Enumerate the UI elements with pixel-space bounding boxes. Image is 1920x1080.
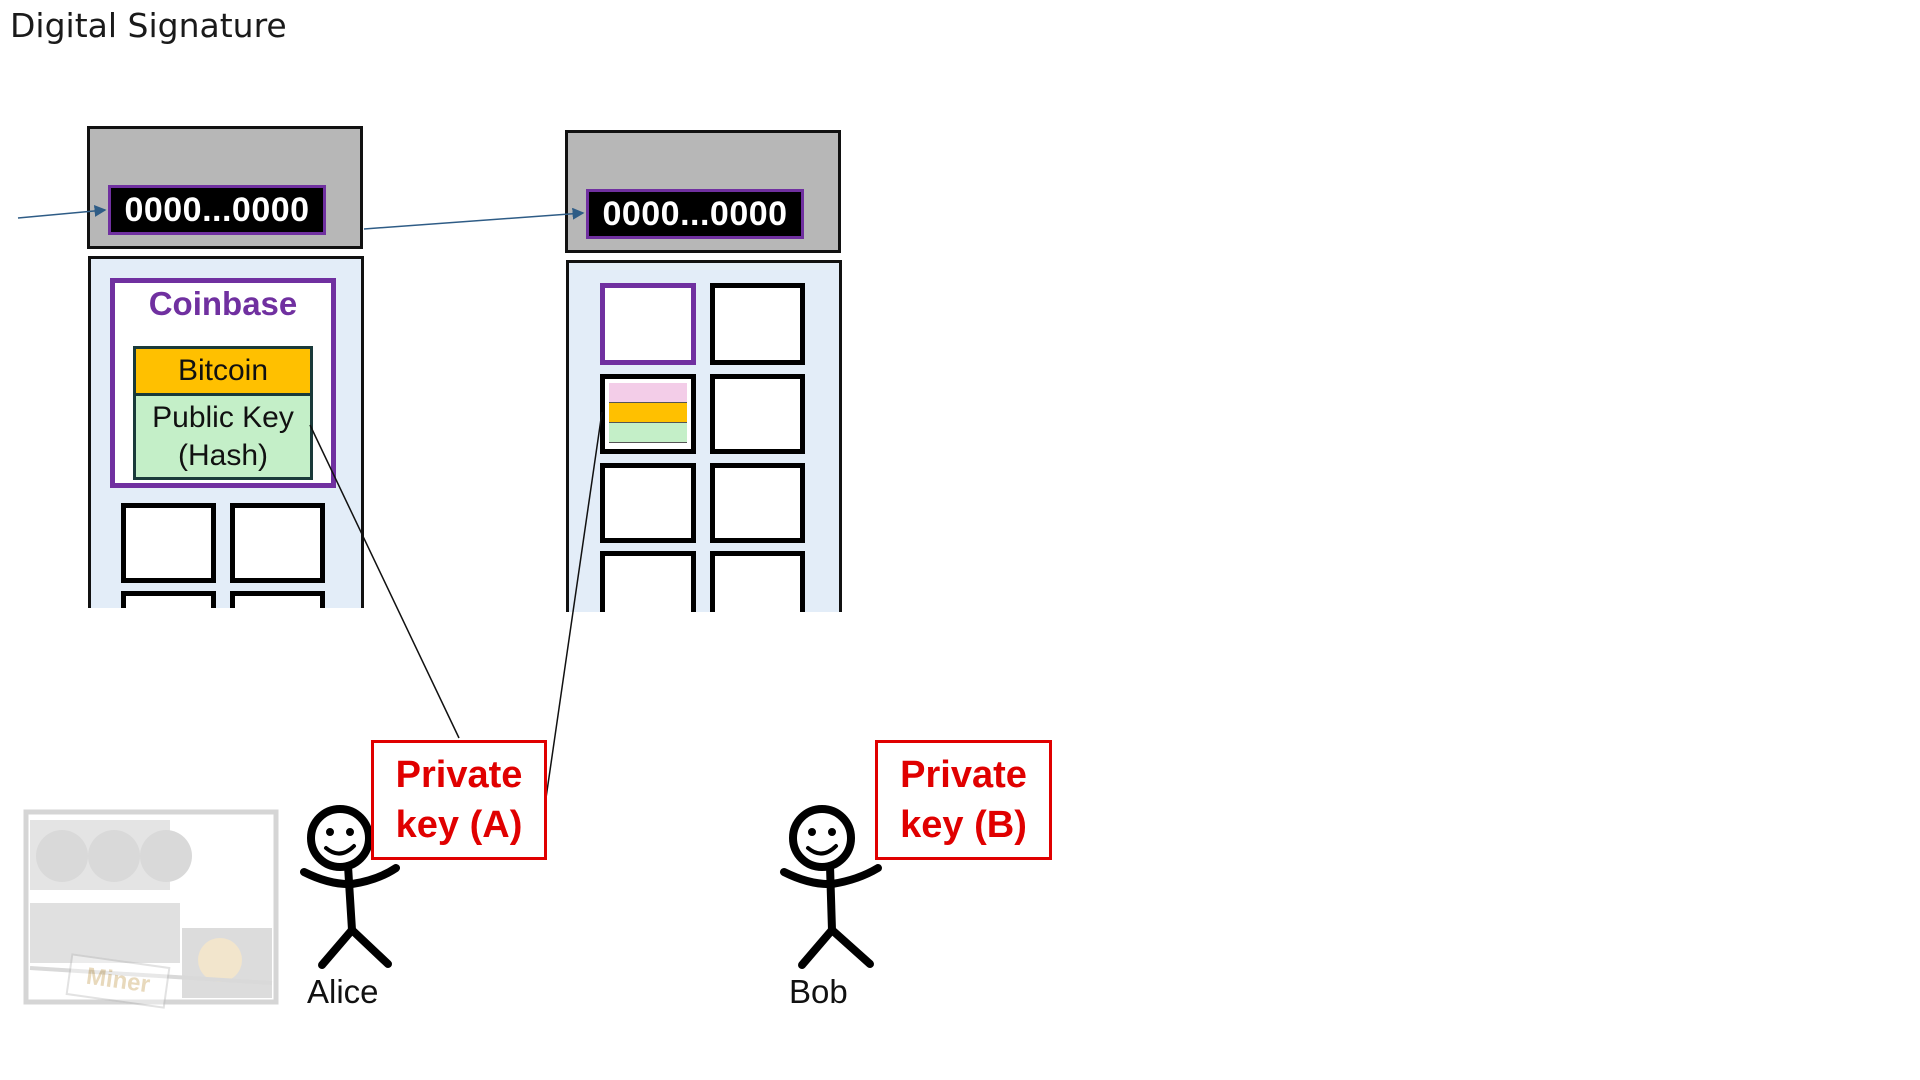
transaction-slot bbox=[710, 374, 805, 454]
bob-label: Bob bbox=[789, 973, 848, 1010]
coinbase-slot bbox=[600, 283, 696, 365]
chain-arrow-in bbox=[17, 204, 107, 219]
bob-private-key: Private key (B) bbox=[875, 740, 1052, 860]
transaction-slot bbox=[710, 283, 805, 365]
transaction-slot bbox=[710, 463, 805, 543]
coinbase-transaction: Coinbase Bitcoin Public Key (Hash) bbox=[110, 278, 336, 488]
private-key-to-transaction-line bbox=[545, 411, 603, 799]
transaction-slot bbox=[230, 591, 325, 608]
output-bitcoin-amount: Bitcoin bbox=[136, 349, 310, 396]
output-public-key-hash: Public Key (Hash) bbox=[136, 396, 310, 477]
bob-figure bbox=[780, 805, 882, 969]
transaction-slot bbox=[230, 503, 325, 583]
signed-transaction bbox=[600, 374, 696, 454]
alice-figure bbox=[300, 805, 400, 969]
bitcoin-stripe bbox=[609, 403, 687, 423]
block-2-prev-hash: 0000...0000 bbox=[586, 189, 804, 239]
chain-arrow-block1-to-block2 bbox=[363, 207, 585, 230]
transaction-slot bbox=[600, 463, 696, 543]
pubkey-to-private-key-line bbox=[309, 424, 460, 739]
transaction-slot bbox=[121, 503, 216, 583]
alice-private-key-line1: Private bbox=[395, 754, 523, 796]
bob-private-key-line2: key (B) bbox=[900, 804, 1027, 846]
miner-rig-icon bbox=[23, 809, 279, 1005]
coinbase-output: Bitcoin Public Key (Hash) bbox=[133, 346, 313, 480]
alice-private-key-line2: key (A) bbox=[395, 804, 523, 846]
transaction-slot bbox=[121, 591, 216, 608]
pubkey-stripe bbox=[609, 423, 687, 443]
slide-title: Digital Signature bbox=[10, 6, 287, 45]
alice-label: Alice bbox=[307, 973, 379, 1010]
public-key-line: Public Key bbox=[152, 401, 294, 434]
block-1-prev-hash: 0000...0000 bbox=[108, 185, 326, 235]
transaction-slot bbox=[600, 551, 696, 612]
block-1-body: Coinbase Bitcoin Public Key (Hash) bbox=[88, 256, 364, 608]
block-2-body bbox=[566, 260, 842, 612]
coinbase-label: Coinbase bbox=[148, 285, 298, 322]
alice-private-key: Private key (A) bbox=[371, 740, 547, 860]
transaction-slot bbox=[710, 551, 805, 612]
hash-line: (Hash) bbox=[177, 439, 268, 472]
signature-stripe bbox=[609, 383, 687, 403]
bob-private-key-line1: Private bbox=[900, 754, 1027, 796]
